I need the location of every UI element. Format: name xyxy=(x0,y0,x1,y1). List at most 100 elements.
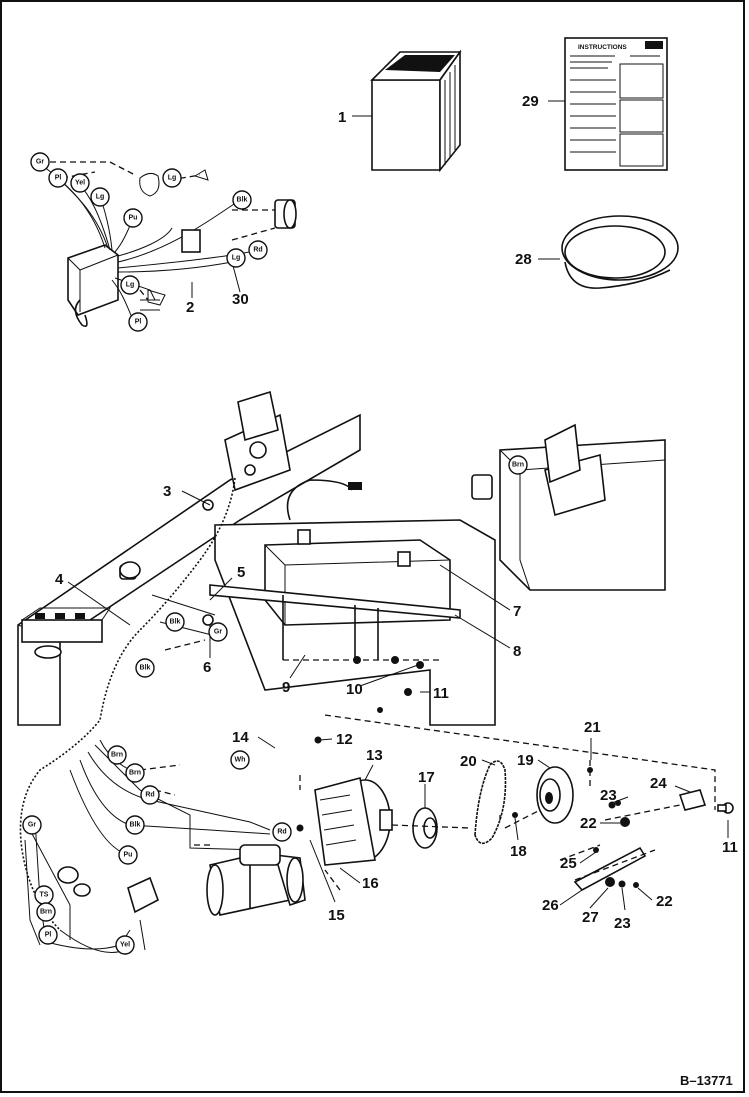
wire-label-circle xyxy=(125,763,145,783)
wire-label-circle xyxy=(135,658,155,678)
wire-label-w16: Wh xyxy=(230,750,250,770)
wire-label-circle xyxy=(107,745,127,765)
callout-leaders xyxy=(67,100,729,911)
wire-label-text: Blk xyxy=(237,197,248,204)
callout-13: 13 xyxy=(366,747,383,764)
hardware-dots xyxy=(119,499,630,853)
wire-label-w6: Lg xyxy=(162,168,182,188)
part-coiled-tube xyxy=(561,215,679,289)
callout-29: 29 xyxy=(522,93,539,110)
callout-5: 5 xyxy=(237,564,245,581)
wire-labels: GrPlYelLgPuLgBlkRdLgLgPlBrnBlkBlkGrWhBrn… xyxy=(22,152,528,955)
callout-7: 7 xyxy=(513,603,521,620)
callout-22b: 22 xyxy=(656,893,673,910)
wire-label-w26: Yel xyxy=(115,935,135,955)
wire-label-circle xyxy=(36,902,56,922)
wire-label-circle xyxy=(30,152,50,172)
callout-18: 18 xyxy=(510,843,527,860)
part-belt xyxy=(474,760,507,845)
callout-3: 3 xyxy=(163,483,171,500)
wire-label-w11: Pl xyxy=(128,312,148,332)
wire-label-circle xyxy=(272,822,292,842)
wire-label-w21: Pu xyxy=(118,845,138,865)
callout-21: 21 xyxy=(584,719,601,736)
alignment-lines xyxy=(190,659,716,891)
callout-16: 16 xyxy=(362,875,379,892)
wire-label-text: Yel xyxy=(120,942,130,949)
wire-label-w19: Rd xyxy=(140,785,160,805)
wire-label-circle xyxy=(48,168,68,188)
wire-label-w12: Brn xyxy=(508,455,528,475)
wire-label-text: Blk xyxy=(170,619,181,626)
wire-label-w22: Gr xyxy=(22,815,42,835)
wire-label-w15: Gr xyxy=(208,622,228,642)
wire-label-w18: Brn xyxy=(125,763,145,783)
document-id: B–13771 xyxy=(680,1073,733,1088)
wire-label-w1: Gr xyxy=(30,152,50,172)
part-pulley-small xyxy=(412,807,438,849)
part-harness-inset xyxy=(41,161,297,328)
callout-26: 26 xyxy=(542,897,559,914)
wire-label-text: Brn xyxy=(40,909,52,916)
callout-25: 25 xyxy=(560,855,577,872)
wire-label-w5: Pu xyxy=(123,208,143,228)
wire-label-text: Pu xyxy=(124,852,133,859)
part-alternator xyxy=(314,777,393,866)
callout-30: 30 xyxy=(232,291,249,308)
wire-label-text: Pu xyxy=(129,215,138,222)
callout-15: 15 xyxy=(328,907,345,924)
wire-label-text: Blk xyxy=(130,822,141,829)
part-bracket-24 xyxy=(678,789,734,814)
wire-label-circle xyxy=(118,845,138,865)
wire-label-w2: Pl xyxy=(48,168,68,188)
callout-6: 6 xyxy=(203,659,211,676)
wire-label-w13: Blk xyxy=(165,612,185,632)
wire-label-circle xyxy=(226,248,246,268)
callout-2: 2 xyxy=(186,299,194,316)
wire-label-circle xyxy=(165,612,185,632)
wire-label-text: Pl xyxy=(55,175,62,182)
callout-14: 14 xyxy=(232,729,249,746)
wire-label-text: Brn xyxy=(512,462,524,469)
wire-label-text: Rd xyxy=(253,247,262,254)
wire-label-circle xyxy=(22,815,42,835)
wire-label-text: Rd xyxy=(145,792,154,799)
wire-label-circle xyxy=(125,815,145,835)
wire-label-text: Pl xyxy=(45,932,52,939)
part-pulley-large xyxy=(536,766,574,824)
wire-label-text: Gr xyxy=(28,822,36,829)
wire-label-w14: Blk xyxy=(135,658,155,678)
part-starter xyxy=(206,844,306,916)
wire-label-w8: Rd xyxy=(248,240,268,260)
instruction-sheet-heading: INSTRUCTIONS xyxy=(578,44,627,51)
wire-label-w25: Pl xyxy=(38,925,58,945)
wire-label-text: TS xyxy=(40,892,49,899)
callout-23b: 23 xyxy=(614,915,631,932)
callout-17: 17 xyxy=(418,769,435,786)
wire-label-w20: Blk xyxy=(125,815,145,835)
wire-label-text: Lg xyxy=(126,282,135,289)
wire-label-circle xyxy=(90,187,110,207)
part-adjust-strap xyxy=(573,846,647,892)
callout-8: 8 xyxy=(513,643,521,660)
wire-label-w4: Lg xyxy=(90,187,110,207)
callout-20: 20 xyxy=(460,753,477,770)
wire-label-w23: TS xyxy=(34,885,54,905)
part-box xyxy=(370,49,462,173)
wire-label-text: Brn xyxy=(129,770,141,777)
wire-label-text: Blk xyxy=(140,665,151,672)
wire-label-circle xyxy=(120,275,140,295)
callout-27: 27 xyxy=(582,909,599,926)
wire-label-w3: Yel xyxy=(70,173,90,193)
callout-11b: 11 xyxy=(722,839,738,856)
wire-label-text: Wh xyxy=(235,757,246,764)
wire-label-circle xyxy=(248,240,268,260)
part-main-harness xyxy=(19,477,271,953)
wire-label-circle xyxy=(208,622,228,642)
wire-label-text: Pl xyxy=(135,319,142,326)
wire-label-circle xyxy=(38,925,58,945)
callout-12: 12 xyxy=(336,731,353,748)
wire-label-circle xyxy=(230,750,250,770)
